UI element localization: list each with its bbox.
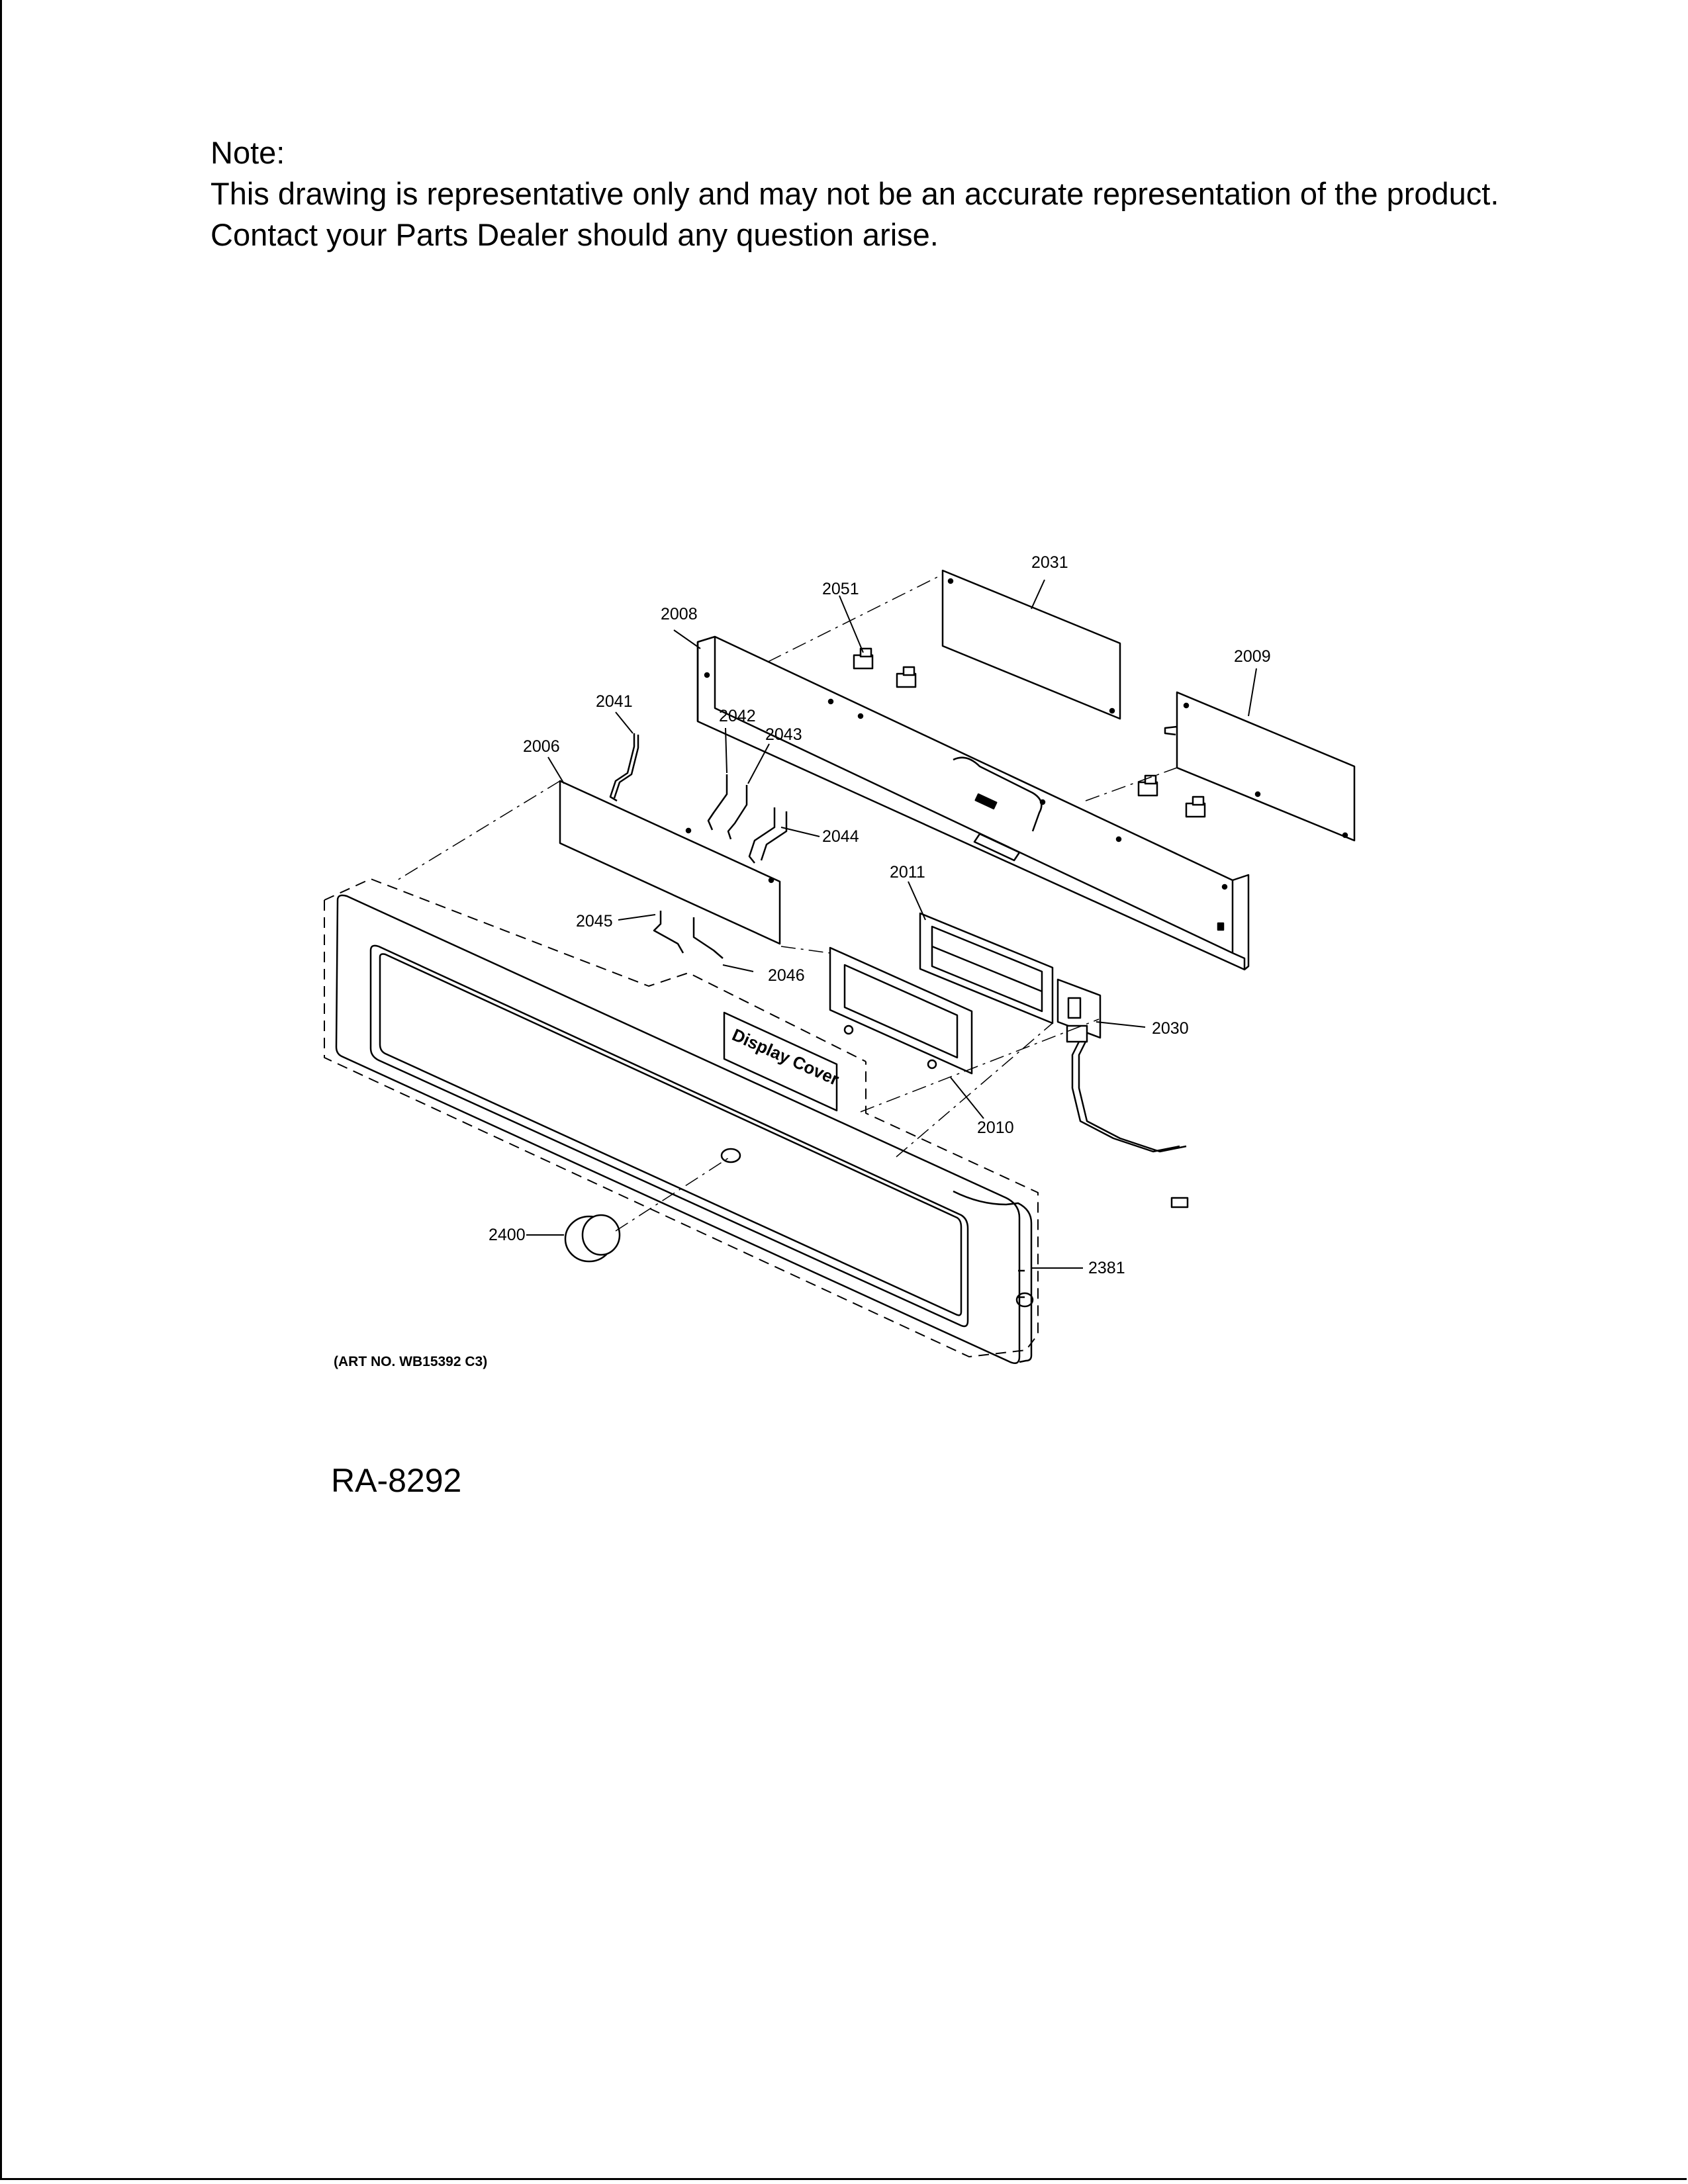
- note-heading: Note:: [211, 135, 285, 170]
- callout-2011: 2011: [890, 863, 925, 882]
- part-2011-display: [919, 912, 1054, 1024]
- wire-harnesses: [609, 733, 788, 959]
- callout-2041: 2041: [596, 692, 633, 711]
- part-2031-board: [941, 569, 1121, 720]
- callout-2006: 2006: [523, 737, 560, 756]
- part-2010-gasket: [829, 946, 973, 1075]
- callout-2031: 2031: [1031, 553, 1068, 572]
- note-line-2: Contact your Parts Dealer should any que…: [211, 217, 939, 252]
- callout-2042: 2042: [719, 707, 756, 725]
- leader-lines: [526, 579, 1257, 1269]
- assembly-dashed-outline: [324, 878, 1039, 1357]
- part-2051-switches: [853, 647, 1206, 818]
- part-2381-panel: [335, 894, 1034, 1364]
- callout-2045: 2045: [576, 912, 613, 931]
- callout-2044: 2044: [822, 827, 859, 846]
- callout-2008: 2008: [661, 605, 698, 623]
- note-block: Note: This drawing is representative onl…: [211, 132, 1499, 255]
- callout-2043: 2043: [765, 725, 802, 744]
- part-2009-board: [1164, 691, 1356, 842]
- callout-2046: 2046: [768, 966, 805, 985]
- callout-2381: 2381: [1088, 1259, 1125, 1277]
- reference-code: RA-8292: [331, 1462, 462, 1499]
- part-2008-bracket: [696, 635, 1250, 971]
- callout-2010: 2010: [977, 1118, 1014, 1137]
- callout-2030: 2030: [1152, 1019, 1189, 1038]
- callout-2009: 2009: [1234, 647, 1271, 666]
- display-cover-label-box: [723, 1011, 838, 1112]
- phantom-alignment-lines: [397, 574, 1178, 1232]
- callout-2051: 2051: [822, 580, 859, 598]
- part-2400-knob: [564, 1214, 621, 1263]
- callout-2400: 2400: [489, 1226, 526, 1244]
- note-line-1: This drawing is representative only and …: [211, 176, 1499, 211]
- art-number: (ART NO. WB15392 C3): [334, 1354, 487, 1369]
- part-2030-connector: [1056, 978, 1189, 1208]
- part-2006-board: [559, 780, 781, 945]
